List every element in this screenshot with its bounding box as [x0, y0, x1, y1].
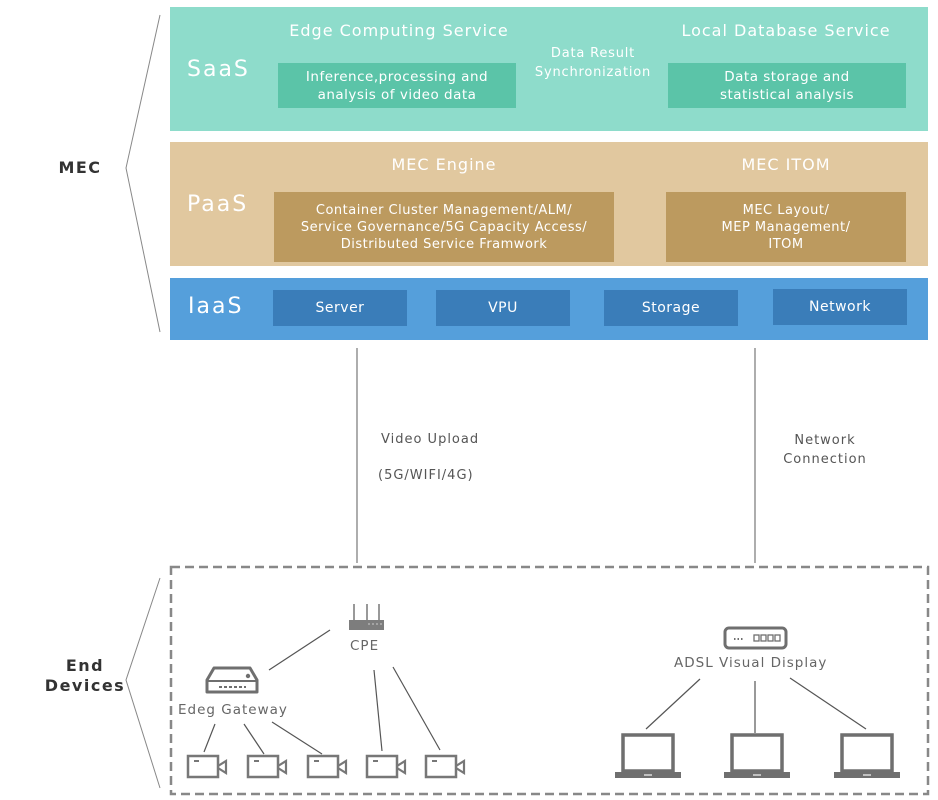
adsl-icon	[723, 626, 788, 650]
mec-bracket	[125, 14, 161, 333]
paas-layer: PaaS MEC Engine Container Cluster Manage…	[170, 142, 928, 266]
network-connection-line2: Connection	[783, 452, 867, 467]
edge-box-line2: analysis of video data	[317, 86, 477, 103]
iaas-layer: IaaS Server VPU Storage Network	[170, 278, 928, 340]
adsl-label: ADSL Visual Display	[674, 655, 828, 671]
sync-label: Data Result Synchronization	[520, 44, 666, 82]
iaas-storage-box[interactable]: Storage	[604, 290, 738, 326]
iaas-vpu-box[interactable]: VPU	[436, 290, 570, 326]
sync-line1: Data Result	[550, 46, 636, 61]
mec-itom-title: MEC ITOM	[741, 155, 831, 174]
network-connection-label: Network Connection	[770, 431, 880, 469]
end-devices-label-line1: End	[65, 656, 105, 675]
saas-label: SaaS	[187, 57, 250, 82]
laptop-icon	[615, 733, 681, 778]
iaas-network-box[interactable]: Network	[773, 289, 907, 325]
engine-box-line3: Distributed Service Framwork	[340, 236, 548, 252]
cpe-label: CPE	[350, 638, 380, 654]
sync-line2: Synchronization	[534, 65, 652, 80]
edge-box-line1: Inference,processing and	[305, 68, 489, 85]
end-devices-bracket	[125, 577, 161, 789]
iaas-server-box[interactable]: Server	[273, 290, 407, 326]
edge-computing-title: Edge Computing Service	[289, 21, 509, 40]
db-box-line1: Data storage and	[724, 68, 850, 85]
iaas-label: IaaS	[188, 294, 244, 319]
laptop-icon	[724, 733, 790, 778]
end-devices-box	[169, 565, 930, 796]
mec-itom-box[interactable]: MEC Layout/ MEP Management/ ITOM	[666, 192, 906, 262]
engine-box-line2: Service Governance/5G Capacity Access/	[300, 219, 588, 235]
laptop-icon	[834, 733, 900, 778]
db-box-line2: statistical analysis	[719, 86, 855, 103]
engine-box-line1: Container Cluster Management/ALM/	[315, 202, 573, 218]
itom-box-line3: ITOM	[768, 236, 804, 252]
itom-box-line2: MEP Management/	[721, 219, 851, 235]
camera-icon	[365, 754, 407, 779]
camera-icon	[186, 754, 228, 779]
end-devices-label: End Devices	[40, 656, 130, 696]
network-connection-line1: Network	[794, 433, 856, 448]
end-devices-label-line2: Devices	[44, 676, 126, 695]
local-database-title: Local Database Service	[681, 21, 891, 40]
mec-engine-title: MEC Engine	[391, 155, 497, 174]
camera-icon	[306, 754, 348, 779]
gateway-icon	[205, 666, 259, 694]
video-upload-protocols: (5G/WIFI/4G)	[378, 468, 474, 483]
mec-label: MEC	[58, 158, 102, 177]
camera-icon	[424, 754, 466, 779]
camera-icon	[246, 754, 288, 779]
cpe-icon	[349, 604, 384, 630]
paas-label: PaaS	[187, 192, 249, 217]
video-upload-label: Video Upload	[381, 432, 480, 447]
local-database-box[interactable]: Data storage and statistical analysis	[668, 63, 906, 108]
gateway-label: Edeg Gateway	[178, 702, 288, 718]
mec-engine-box[interactable]: Container Cluster Management/ALM/ Servic…	[274, 192, 614, 262]
itom-box-line1: MEC Layout/	[742, 202, 830, 218]
edge-computing-box[interactable]: Inference,processing and analysis of vid…	[278, 63, 516, 108]
saas-layer: SaaS Edge Computing Service Inference,pr…	[170, 7, 928, 131]
